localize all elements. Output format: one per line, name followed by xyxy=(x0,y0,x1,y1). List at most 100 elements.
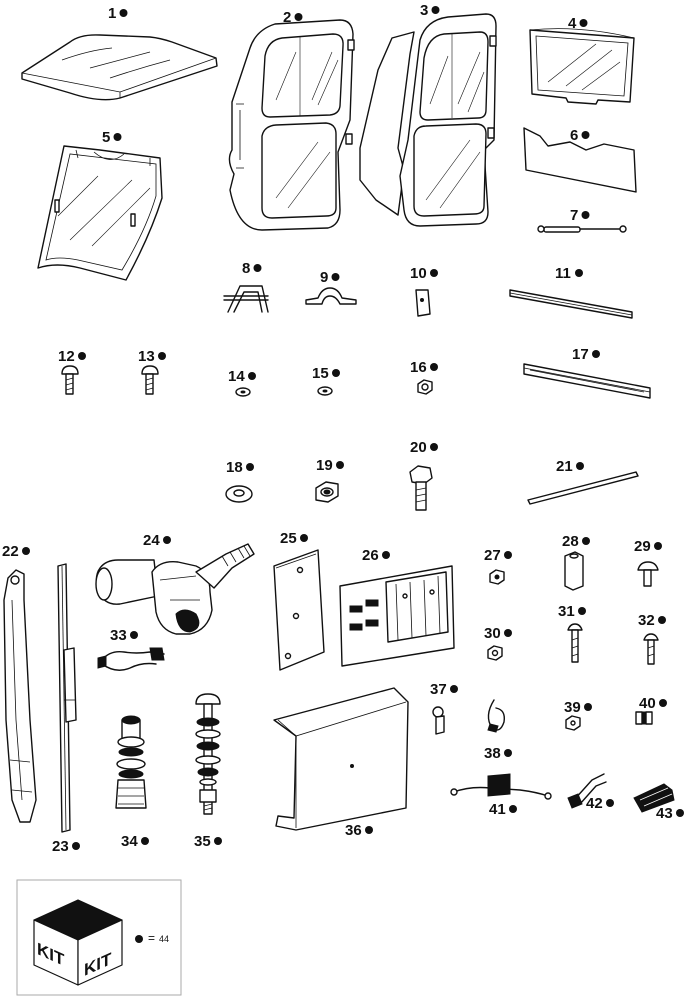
kit-legend-dot xyxy=(135,935,143,943)
lock-nut-drawing xyxy=(315,481,339,503)
callout-dot-19 xyxy=(336,461,344,469)
callout-number-31: 31 xyxy=(558,603,575,620)
callout-number-16: 16 xyxy=(410,359,427,376)
callout-dot-26 xyxy=(382,551,390,559)
callout-number-18: 18 xyxy=(226,459,243,476)
screw-12-drawing xyxy=(61,365,79,395)
washer-18-drawing xyxy=(225,485,253,503)
rail-drawing xyxy=(523,363,651,399)
nut-27-drawing xyxy=(489,569,505,585)
panel-drawing xyxy=(523,127,637,193)
wiper-arm-drawing xyxy=(3,569,37,823)
plate-drawing xyxy=(415,289,431,317)
callout-number-22: 22 xyxy=(2,543,19,560)
nut-30-drawing xyxy=(487,645,503,661)
callout-dot-40 xyxy=(659,699,667,707)
callout-number-42: 42 xyxy=(586,795,603,812)
callout-number-36: 36 xyxy=(345,822,362,839)
callout-number-13: 13 xyxy=(138,348,155,365)
callout-number-25: 25 xyxy=(280,530,297,547)
cover-drawing xyxy=(273,687,409,831)
terminal-drawing xyxy=(432,706,445,735)
callout-number-5: 5 xyxy=(102,129,110,146)
callout-number-8: 8 xyxy=(242,260,250,277)
callout-dot-35 xyxy=(214,837,222,845)
gas-strut-drawing xyxy=(537,225,627,233)
callout-dot-36 xyxy=(365,826,373,834)
callout-dot-34 xyxy=(141,837,149,845)
kit-legend-frame xyxy=(16,879,182,996)
callout-number-33: 33 xyxy=(110,627,127,644)
callout-dot-13 xyxy=(158,352,166,360)
rear-window-drawing xyxy=(529,28,635,105)
callout-dot-18 xyxy=(246,463,254,471)
wiper-motor-drawing xyxy=(95,543,255,635)
plate-25-drawing xyxy=(273,549,325,671)
wiper-blade-drawing xyxy=(57,563,77,833)
sleeve-drawing xyxy=(633,783,675,813)
nut-39-drawing xyxy=(565,715,581,731)
callout-number-30: 30 xyxy=(484,625,501,642)
cable-drawing xyxy=(97,647,165,671)
callout-dot-31 xyxy=(578,607,586,615)
callout-dot-20 xyxy=(430,443,438,451)
u-bolt-drawing xyxy=(223,285,269,313)
kit-box-icon xyxy=(33,899,123,986)
callout-number-43: 43 xyxy=(656,805,673,822)
callout-dot-7 xyxy=(581,211,590,219)
callout-dot-28 xyxy=(582,537,590,545)
callout-dot-6 xyxy=(581,131,590,139)
strip-drawing xyxy=(509,289,633,319)
screw-32-drawing xyxy=(643,633,659,665)
callout-number-34: 34 xyxy=(121,833,138,850)
callout-dot-23 xyxy=(72,842,80,850)
clamp-drawing xyxy=(305,287,357,305)
callout-dot-1 xyxy=(119,9,128,17)
callout-dot-30 xyxy=(504,629,512,637)
spacer-drawing xyxy=(564,551,584,591)
right-door-drawing xyxy=(359,13,497,227)
fuse-box-drawing xyxy=(339,565,455,667)
callout-dot-11 xyxy=(575,269,583,277)
harness-drawing xyxy=(450,773,552,800)
callout-dot-39 xyxy=(584,703,592,711)
left-door-drawing xyxy=(228,19,355,231)
nut-16-drawing xyxy=(417,379,433,395)
spindle-kit-drawing xyxy=(115,715,147,809)
callout-dot-17 xyxy=(592,350,600,358)
callout-number-11: 11 xyxy=(555,265,571,282)
callout-number-27: 27 xyxy=(484,547,501,564)
callout-number-2: 2 xyxy=(283,9,291,26)
callout-number-14: 14 xyxy=(228,368,245,385)
callout-number-4: 4 xyxy=(568,15,577,32)
callout-dot-3 xyxy=(431,6,440,14)
callout-dot-27 xyxy=(504,551,512,559)
callout-number-38: 38 xyxy=(484,745,501,762)
callout-number-7: 7 xyxy=(570,207,578,224)
callout-dot-4 xyxy=(579,19,588,27)
cable-tie-drawing xyxy=(487,699,506,733)
callout-dot-14 xyxy=(248,372,256,380)
callout-dot-42 xyxy=(606,799,614,807)
connector-drawing xyxy=(567,773,607,809)
callout-number-21: 21 xyxy=(556,458,573,475)
callout-number-39: 39 xyxy=(564,699,581,716)
screw-29-drawing xyxy=(637,561,659,587)
callout-number-28: 28 xyxy=(562,533,579,550)
callout-number-40: 40 xyxy=(639,695,656,712)
callout-number-23: 23 xyxy=(52,838,69,855)
roof-drawing xyxy=(21,34,218,101)
callout-number-19: 19 xyxy=(316,457,333,474)
callout-dot-24 xyxy=(163,536,171,544)
callout-number-17: 17 xyxy=(572,346,589,363)
callout-number-1: 1 xyxy=(108,5,116,22)
callout-dot-41 xyxy=(509,805,517,813)
callout-dot-9 xyxy=(331,273,340,281)
callout-dot-15 xyxy=(332,369,340,377)
callout-number-3: 3 xyxy=(420,2,428,19)
callout-dot-37 xyxy=(450,685,458,693)
bolt-kit-drawing xyxy=(195,693,221,815)
kit-legend-ref: 44 xyxy=(159,934,170,944)
